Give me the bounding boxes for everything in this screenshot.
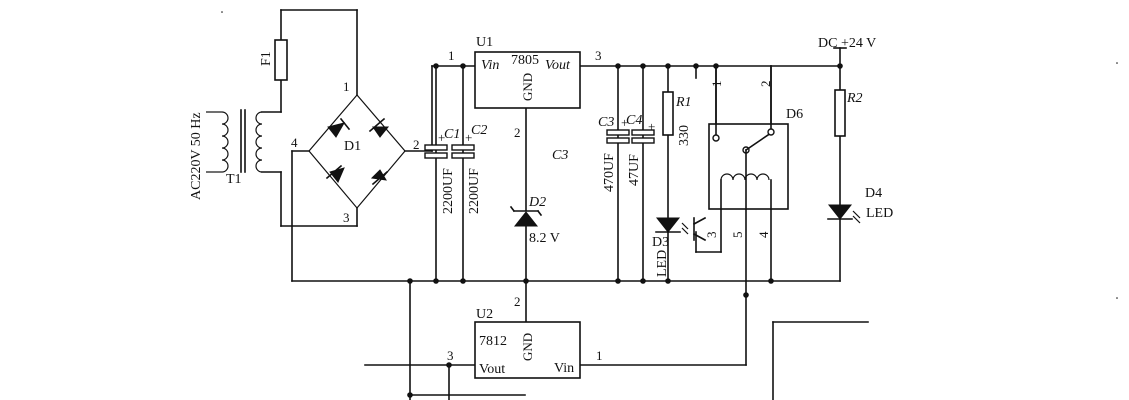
relay-pin-1: 1 (709, 81, 724, 88)
regulator-u1 (474, 51, 581, 109)
c4-polarity: + (648, 119, 655, 134)
bridge-ref: D1 (344, 139, 361, 154)
c2-ref: C2 (471, 123, 487, 138)
fuse-ref: F1 (259, 51, 274, 66)
capacitor-c1 (424, 144, 448, 159)
bridge-pin-1: 1 (343, 79, 350, 94)
u2-vin: Vin (554, 361, 574, 376)
capacitor-c2 (451, 144, 475, 159)
c2-value: 2200UF (467, 168, 482, 214)
u2-gnd: GND (520, 333, 535, 361)
bridge-pin-4: 4 (291, 135, 298, 150)
u2-pin-gnd: 2 (514, 294, 521, 309)
c1-value: 2200UF (441, 168, 456, 214)
speck (221, 11, 223, 13)
c3-value: 470UF (602, 153, 617, 192)
d3-ref: D3 (652, 235, 669, 250)
relay-ref: D6 (786, 107, 803, 122)
r1-value: 330 (677, 125, 692, 146)
u1-pin-out: 3 (595, 48, 602, 63)
wiring (291, 47, 869, 400)
u2-part: 7812 (479, 334, 507, 349)
c3-polarity: + (621, 115, 628, 130)
relay-pin-4: 4 (756, 231, 771, 238)
c1-ref: C1 (444, 127, 460, 142)
r1-ref: R1 (675, 95, 692, 110)
resistor-r1 (662, 91, 674, 136)
d2-value: 8.2 V (529, 231, 560, 246)
led-d4 (827, 204, 861, 224)
supply-label: DC +24 V (818, 36, 876, 51)
u2-vout: Vout (479, 362, 505, 377)
u2-pin-in: 1 (596, 348, 603, 363)
ac-source-label: AC220V 50 Hz (189, 112, 204, 200)
capacitor-c4 (631, 129, 655, 144)
d4-ref: D4 (865, 186, 882, 201)
u1-part: 7805 (511, 53, 539, 68)
relay-d6 (708, 65, 789, 210)
u2-pin-out: 3 (447, 348, 454, 363)
optocoupler-led-d3 (655, 216, 707, 242)
zener-d2 (509, 205, 543, 227)
relay-pin-3: 3 (704, 232, 719, 239)
c4-value: 47UF (627, 154, 642, 186)
bridge-pin-3: 3 (343, 210, 350, 225)
c2-polarity: + (465, 130, 472, 145)
d4-type: LED (866, 206, 893, 221)
u1-vout: Vout (545, 58, 571, 73)
u1-pin-in: 1 (448, 48, 455, 63)
transformer-ref: T1 (226, 172, 242, 187)
c3-label: C3 (552, 148, 568, 163)
relay-pin-2: 2 (758, 81, 773, 88)
c4-ref: C4 (626, 113, 642, 128)
d2-ref: D2 (528, 195, 546, 210)
u2-ref: U2 (476, 307, 493, 322)
r2-ref: R2 (846, 91, 863, 106)
speck (1116, 62, 1118, 64)
u1-ref: U1 (476, 35, 493, 50)
relay-pin-5: 5 (730, 232, 745, 239)
u1-pin-gnd: 2 (514, 125, 521, 140)
fuse-f1 (274, 39, 288, 81)
bridge-pin-2: 2 (413, 137, 420, 152)
u1-gnd: GND (520, 73, 535, 101)
junction-dots (407, 63, 843, 398)
regulator-u2 (474, 321, 581, 379)
u1-vin: Vin (481, 58, 499, 73)
transformer-t1 (206, 109, 263, 173)
resistor-r2 (834, 89, 846, 137)
capacitor-c3 (606, 129, 630, 144)
c1-polarity: + (438, 130, 445, 145)
speck (1116, 297, 1118, 299)
c3-ref: C3 (598, 115, 614, 130)
bridge-rectifier-d1 (291, 94, 433, 282)
d3-type: LED (655, 250, 670, 277)
